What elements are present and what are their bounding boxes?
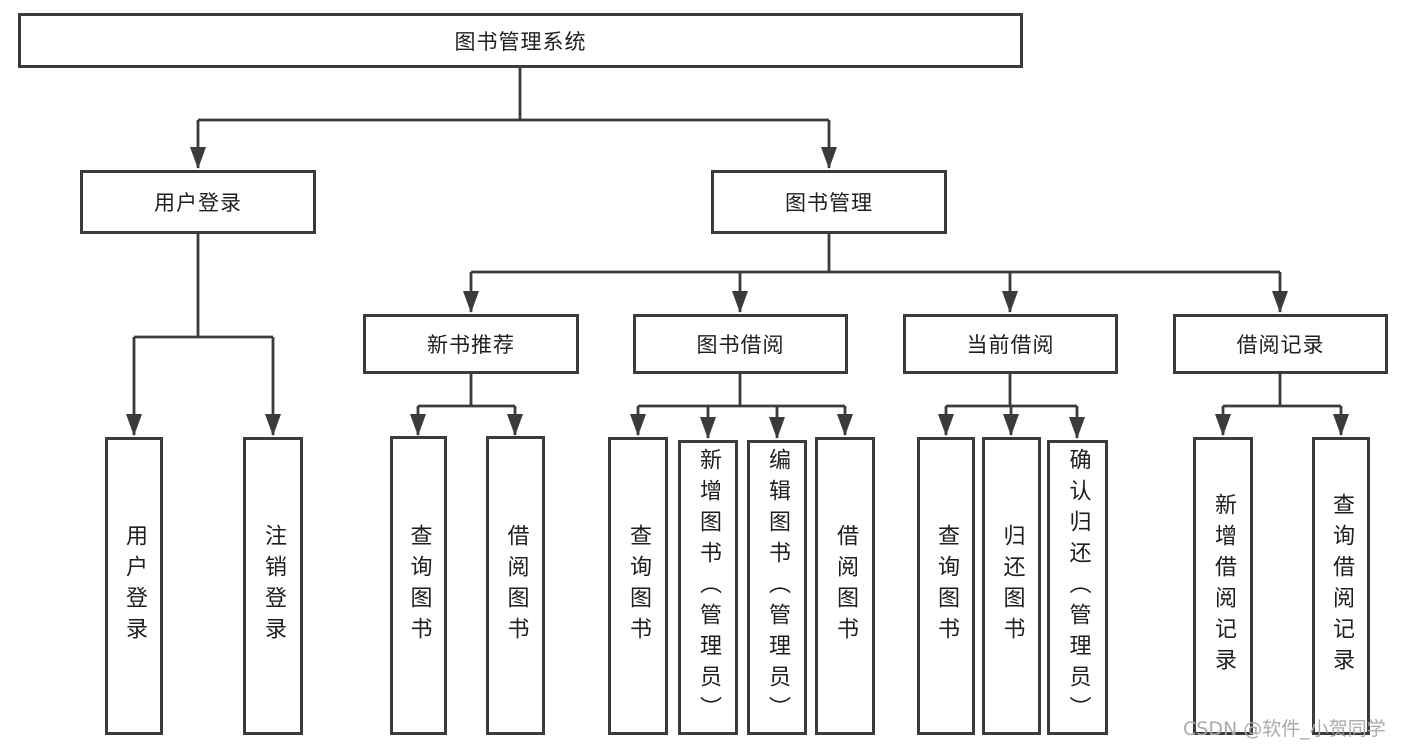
node-logout-action-label: 注销登录 xyxy=(261,524,286,648)
node-return-book-label: 归还图书 xyxy=(999,524,1025,648)
node-newrec-borrow-book-label: 借阅图书 xyxy=(503,523,529,648)
node-book-management-label: 图书管理 xyxy=(785,191,873,215)
node-return-book: 归还图书 xyxy=(982,437,1041,735)
node-add-book-admin: 新增图书（管理员） xyxy=(678,440,738,735)
node-new-book-recommend-label: 新书推荐 xyxy=(427,333,515,357)
node-current-query-book-label: 查询图书 xyxy=(934,524,959,648)
node-current-borrow-label: 当前借阅 xyxy=(966,333,1055,357)
node-book-management: 图书管理 xyxy=(711,170,947,234)
node-user-login: 用户登录 xyxy=(80,170,316,234)
node-user-login-label: 用户登录 xyxy=(154,191,242,215)
node-borrow-record-label: 借阅记录 xyxy=(1236,333,1325,357)
node-add-book-admin-label: 新增图书（管理员） xyxy=(696,448,721,727)
node-current-query-book: 查询图书 xyxy=(917,437,975,735)
node-system-root-label: 图书管理系统 xyxy=(454,29,587,54)
node-borrow-record: 借阅记录 xyxy=(1173,314,1388,374)
node-add-borrow-record: 新增借阅记录 xyxy=(1193,437,1253,735)
node-book-borrow: 图书借阅 xyxy=(633,314,848,374)
node-borrow-query-book: 查询图书 xyxy=(608,437,668,735)
node-query-borrow-record: 查询借阅记录 xyxy=(1312,437,1370,735)
node-borrow-borrow-book-label: 借阅图书 xyxy=(833,524,858,648)
node-logout-action: 注销登录 xyxy=(243,437,303,735)
node-newrec-query-book-label: 查询图书 xyxy=(406,523,432,648)
node-system-root: 图书管理系统 xyxy=(18,13,1023,68)
node-edit-book-admin-label: 编辑图书（管理员） xyxy=(765,448,790,727)
node-confirm-return-admin: 确认归还（管理员） xyxy=(1047,440,1108,735)
node-book-borrow-label: 图书借阅 xyxy=(696,333,785,357)
node-newrec-query-book: 查询图书 xyxy=(390,436,447,735)
node-newrec-borrow-book: 借阅图书 xyxy=(486,436,545,735)
node-query-borrow-record-label: 查询借阅记录 xyxy=(1329,493,1354,679)
node-current-borrow: 当前借阅 xyxy=(903,314,1118,374)
node-new-book-recommend: 新书推荐 xyxy=(363,314,579,374)
node-add-borrow-record-label: 新增借阅记录 xyxy=(1211,493,1236,679)
node-confirm-return-admin-label: 确认归还（管理员） xyxy=(1065,448,1091,727)
node-borrow-borrow-book: 借阅图书 xyxy=(815,437,875,735)
node-login-action: 用户登录 xyxy=(105,437,163,735)
node-borrow-query-book-label: 查询图书 xyxy=(626,524,651,648)
node-edit-book-admin: 编辑图书（管理员） xyxy=(747,440,807,735)
node-login-action-label: 用户登录 xyxy=(122,524,147,648)
